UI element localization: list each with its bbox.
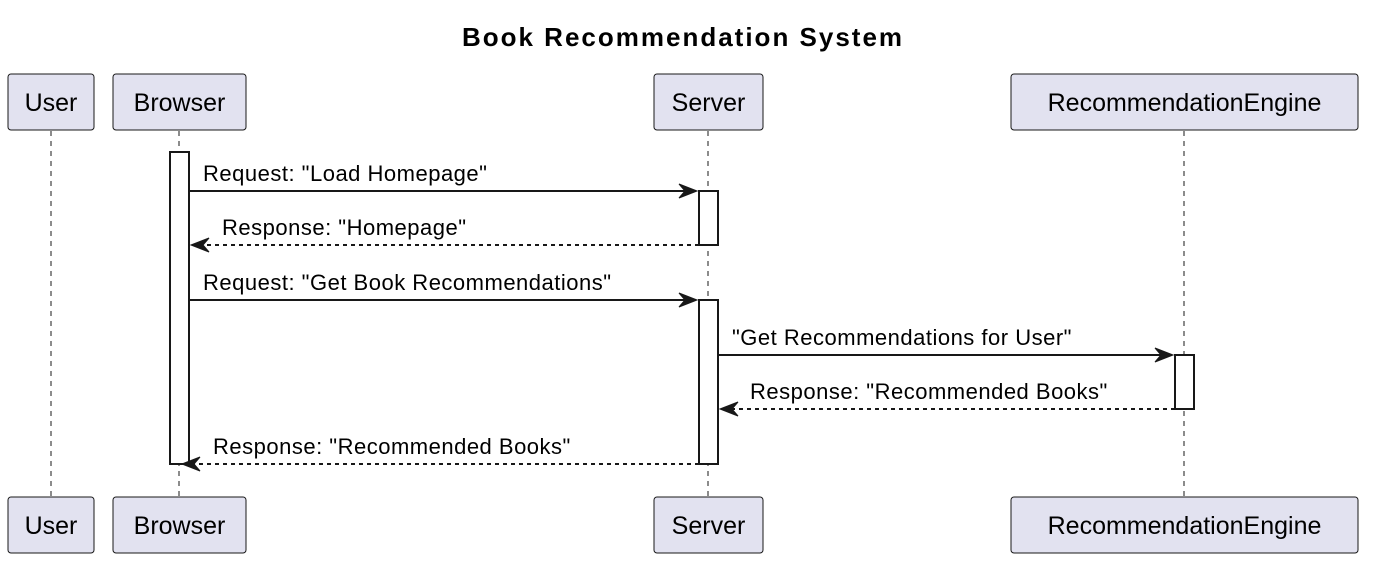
participant-server-top[interactable]: Server: [653, 73, 764, 131]
activation-browser: [169, 151, 190, 465]
participant-label: RecommendationEngine: [1048, 89, 1322, 117]
participant-server-bottom[interactable]: Server: [653, 496, 764, 554]
activation-engine: [1174, 354, 1195, 410]
participant-label: User: [25, 512, 78, 540]
message-homepage-response: Response: "Homepage": [189, 215, 699, 253]
activation-server-1: [698, 190, 719, 246]
message-label: Response: "Recommended Books": [213, 434, 571, 459]
arrow-right-icon: [678, 183, 699, 199]
message-recommended-books-server: Response: "Recommended Books": [180, 434, 699, 472]
message-get-recommendations: Request: "Get Book Recommendations": [189, 270, 699, 308]
message-label: "Get Recommendations for User": [732, 325, 1072, 350]
diagram-title: Book Recommendation System: [462, 22, 904, 52]
participant-browser-bottom[interactable]: Browser: [112, 496, 247, 554]
participant-label: Browser: [134, 89, 226, 117]
participant-user-top[interactable]: User: [7, 73, 95, 131]
message-label: Request: "Load Homepage": [203, 161, 487, 186]
participant-engine-bottom[interactable]: RecommendationEngine: [1010, 496, 1359, 554]
participant-browser-top[interactable]: Browser: [112, 73, 247, 131]
message-label: Response: "Recommended Books": [750, 379, 1108, 404]
participant-label: Server: [672, 89, 746, 117]
arrow-right-icon: [678, 292, 699, 308]
participant-label: Browser: [134, 512, 226, 540]
message-label: Response: "Homepage": [222, 215, 467, 240]
message-label: Request: "Get Book Recommendations": [203, 270, 612, 295]
message-get-recommendations-for-user: "Get Recommendations for User": [718, 325, 1175, 363]
participant-label: RecommendationEngine: [1048, 512, 1322, 540]
activation-server-2: [698, 299, 719, 465]
arrow-left-icon: [189, 237, 210, 253]
participant-label: Server: [672, 512, 746, 540]
participant-label: User: [25, 89, 78, 117]
participant-engine-top[interactable]: RecommendationEngine: [1010, 73, 1359, 131]
message-load-homepage: Request: "Load Homepage": [189, 161, 699, 199]
message-recommended-books-engine: Response: "Recommended Books": [718, 379, 1175, 417]
arrow-right-icon: [1154, 347, 1175, 363]
participant-user-bottom[interactable]: User: [7, 496, 95, 554]
arrow-left-icon: [180, 456, 201, 472]
arrow-left-icon: [718, 401, 739, 417]
